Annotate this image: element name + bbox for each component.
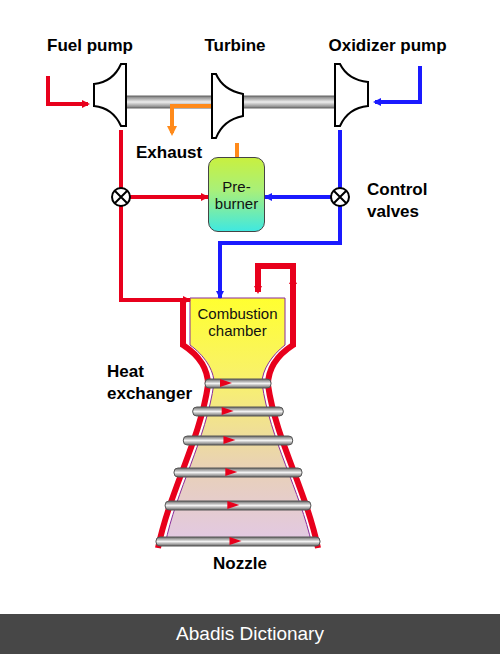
impeller-symbol: [332, 60, 372, 130]
coolant-ring: [156, 537, 320, 546]
box-label: Pre- burner: [212, 178, 261, 212]
part-label: Oxidizer pump: [325, 36, 450, 56]
flow-line: [235, 143, 239, 157]
coolant-ring: [193, 407, 284, 416]
flow-line: [121, 130, 208, 197]
coolant-ring: [183, 436, 292, 445]
exhaust-arrow: [172, 106, 212, 133]
watermark: Abadis Dictionary: [0, 614, 500, 654]
coolant-ring: [205, 379, 271, 388]
control-valve: [112, 188, 130, 206]
coolant-ring: [165, 501, 311, 510]
part-label: Turbine: [200, 36, 270, 56]
coolant-ring: [174, 468, 302, 477]
control-valve: [112, 188, 130, 206]
flow-arrow: [223, 436, 235, 444]
control-valve: [331, 188, 349, 206]
flow-arrow: [227, 501, 239, 509]
oxidizer-inlet: [375, 66, 420, 102]
flow-line: [265, 130, 340, 197]
fuel-inlet: [48, 76, 88, 104]
impeller-symbol: [209, 70, 249, 140]
control-valve: [115, 191, 127, 203]
flow-arrow: [220, 379, 232, 387]
chamber-nozzle-body: [165, 298, 312, 545]
heat-exchanger-label: Heat exchanger: [107, 361, 207, 405]
impeller-outline: [94, 64, 126, 126]
preburner-box: Pre- burner: [208, 157, 265, 232]
combustion-chamber: Combustion chamber: [190, 298, 285, 345]
nozzle-rings: [156, 379, 320, 546]
exhaust-label: Exhaust: [136, 142, 216, 164]
fuel-pump: Fuel pump: [40, 36, 140, 130]
impeller-outline: [335, 64, 368, 126]
connectors: [121, 130, 340, 300]
oxidizer-pump: Oxidizer pump: [325, 36, 450, 130]
chamber-label: Combustion chamber: [193, 305, 282, 339]
flow-arrow: [229, 537, 241, 545]
part-label: Fuel pump: [40, 36, 140, 56]
control-valve: [334, 191, 346, 203]
turbine: Turbine: [200, 36, 270, 143]
flow-arrow: [222, 407, 234, 415]
flow-arrow: [225, 468, 237, 476]
impeller-outline: [212, 74, 243, 138]
valve-label: Control valves: [367, 179, 457, 223]
impeller-symbol: [91, 62, 131, 132]
nozzle-label: Nozzle: [190, 553, 290, 575]
heat-exchanger-up-arrow: [290, 278, 296, 300]
control-valve: [331, 188, 349, 206]
